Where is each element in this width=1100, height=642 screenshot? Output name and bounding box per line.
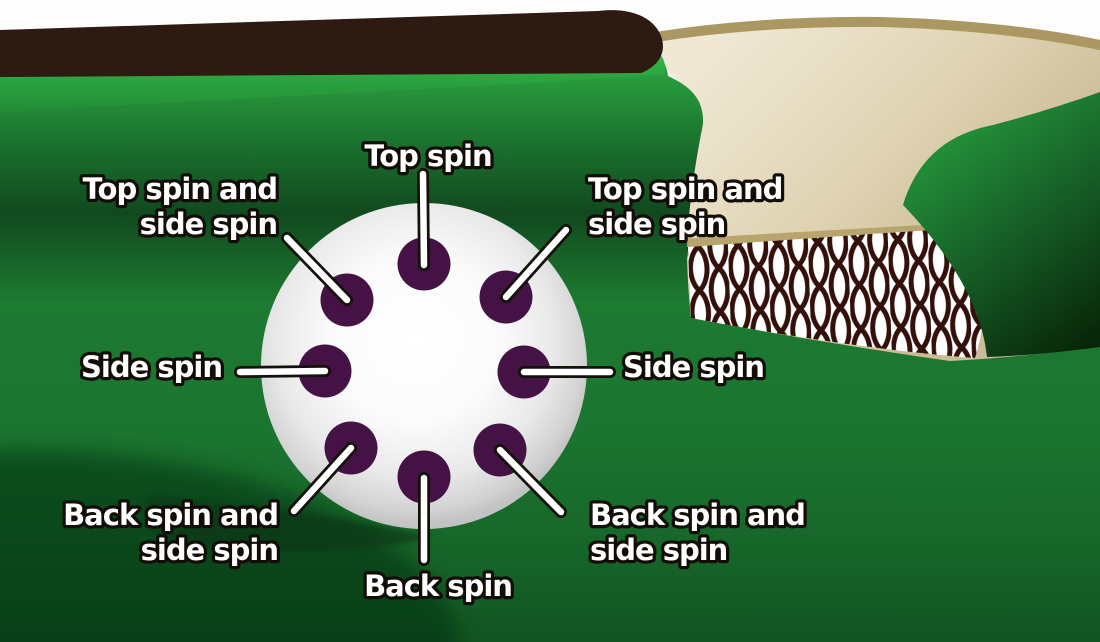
- label-back-spin: Back spin: [364, 569, 512, 603]
- pocket-side-felt-mound: [903, 92, 1100, 357]
- label-side-spin-right: Side spin: [623, 350, 764, 384]
- label-top-side-spin-left-line1: Top spin and: [83, 172, 277, 206]
- ball-shadow: [144, 497, 430, 551]
- label-back-side-spin-left-line2: side spin: [141, 533, 278, 567]
- labels: Top spin Top spin and side spin Top spin…: [60, 136, 809, 607]
- label-top-side-spin-right-line1: Top spin and: [588, 172, 782, 206]
- label-back-side-spin-right-line2: side spin: [590, 533, 727, 567]
- pocket-trim-bottom-border: [681, 223, 955, 248]
- top-rail: [0, 10, 663, 77]
- pointer-lines: [236, 170, 614, 564]
- pocket-net: [687, 229, 988, 358]
- label-top-side-spin-left-line2: side spin: [140, 207, 277, 241]
- pocket-net-mesh: [687, 229, 988, 358]
- label-top-side-spin-right-line2: side spin: [588, 207, 725, 241]
- label-side-spin-left: Side spin: [81, 350, 222, 384]
- label-top-spin: Top spin: [364, 139, 491, 173]
- label-back-side-spin-left-line1: Back spin and: [63, 498, 278, 532]
- pocket-trim-top-border: [623, 16, 1100, 50]
- label-back-side-spin-right-line1: Back spin and: [590, 498, 805, 532]
